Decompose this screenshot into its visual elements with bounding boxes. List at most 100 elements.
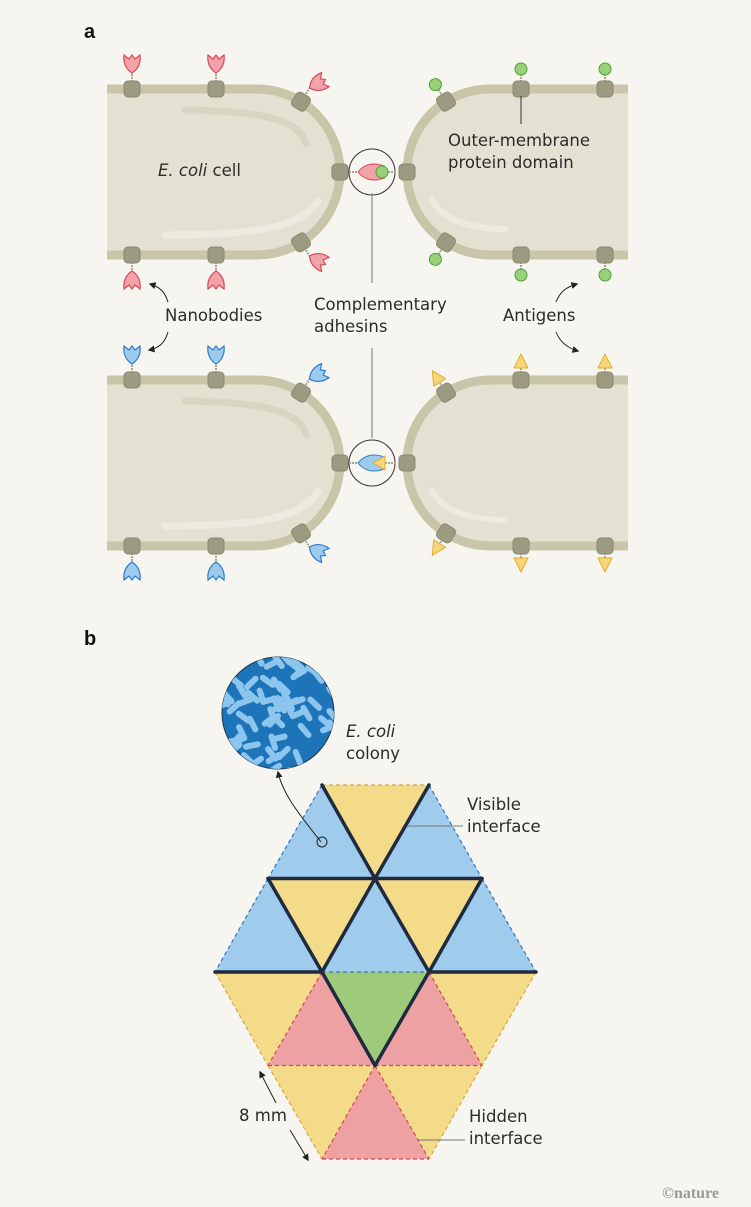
bacterium xyxy=(263,695,281,704)
scale-arrow-up xyxy=(259,1070,277,1104)
nanobody-arrow-down xyxy=(147,331,169,353)
hidden-interface-edge xyxy=(481,878,537,973)
outer-membrane-protein-domain xyxy=(512,80,530,98)
visible-interface-edge xyxy=(320,876,377,974)
tile-blue xyxy=(375,785,482,879)
outer-membrane-protein-domain xyxy=(123,371,141,389)
hidden-interface-edge xyxy=(428,971,483,1066)
hidden-interface-edge xyxy=(481,971,537,1066)
antigen-icon xyxy=(513,557,529,573)
bacterium xyxy=(320,751,334,763)
nanobody-icon xyxy=(308,362,331,382)
visible-interface-edge xyxy=(320,783,377,881)
outer-membrane-protein-domain xyxy=(123,246,141,264)
cell-body xyxy=(407,89,628,255)
ecoli-colony-zoom xyxy=(221,656,335,770)
bacterium xyxy=(263,658,281,670)
antigen-icon xyxy=(597,557,613,573)
outer-membrane-protein-domain xyxy=(436,91,457,112)
visible-interface-edge xyxy=(373,876,431,974)
cell-highlight xyxy=(429,487,508,523)
bacterium xyxy=(232,764,248,769)
bacterium xyxy=(246,715,259,733)
bacterium xyxy=(226,736,245,745)
antigen-icon xyxy=(428,78,442,92)
antigen-icon xyxy=(514,62,528,76)
visible-interface-edge xyxy=(373,970,431,1068)
antigen-icon xyxy=(431,539,447,556)
outer-membrane-protein-domain xyxy=(512,246,530,264)
tile-yellow xyxy=(429,972,536,1066)
outer-membrane-protein-domain xyxy=(290,523,311,544)
hidden-interface-edge xyxy=(428,784,483,879)
outer-membrane-protein-domain xyxy=(290,91,311,112)
hidden-interface-edge xyxy=(428,1065,483,1160)
outer-membrane-protein-domain xyxy=(512,537,530,555)
ecoli-cell-right xyxy=(398,353,628,573)
ecoli-cell-label: E. coli cell xyxy=(158,161,241,180)
outer-membrane-protein-domain xyxy=(436,382,457,403)
hidden-interface-edge xyxy=(374,1065,430,1160)
antigen-icon xyxy=(597,353,613,369)
hidden-interface-edge xyxy=(267,971,323,1066)
bacterium xyxy=(307,696,323,711)
bacterium xyxy=(270,702,288,713)
outer-membrane-protein-domain xyxy=(207,371,225,389)
antigen-icon xyxy=(428,252,442,266)
outer-membrane-protein-domain xyxy=(207,246,225,264)
hidden-interface-edge xyxy=(214,971,269,1066)
antigen-icon xyxy=(372,455,386,471)
nanobody-icon xyxy=(207,344,225,365)
outer-membrane-protein-domain xyxy=(436,523,457,544)
scale-label: 8 mm xyxy=(239,1106,287,1125)
adhesins-label-line1: Complementary xyxy=(314,295,447,314)
nature-credit: ©nature xyxy=(662,1185,719,1202)
hidden-interface-edge xyxy=(267,1065,323,1160)
visible-interface-edge xyxy=(373,783,431,881)
cell-body xyxy=(107,380,340,546)
outer-membrane-protein-domain xyxy=(436,232,457,253)
colony-pointer-arrow xyxy=(275,770,322,843)
outer-membrane-protein-domain xyxy=(290,382,311,403)
tile-yellow xyxy=(322,785,429,879)
tile-blue xyxy=(322,878,429,972)
antigen-icon xyxy=(598,62,612,76)
bacterium xyxy=(276,680,291,696)
nanobody-icon xyxy=(123,561,141,582)
bacterium xyxy=(236,696,255,707)
nanobodies-label: Nanobodies xyxy=(165,306,262,325)
bacterium xyxy=(235,682,249,700)
bacterium xyxy=(222,752,237,766)
tile-blue xyxy=(268,785,375,879)
bacterium xyxy=(311,668,325,684)
bacterium xyxy=(269,733,288,743)
tile-pink xyxy=(375,972,482,1066)
cell-highlight xyxy=(181,397,310,439)
outer-membrane-protein-domain xyxy=(207,80,225,98)
tile-blue xyxy=(429,878,536,972)
tile-yellow xyxy=(268,878,375,972)
nanobody-icon xyxy=(207,561,225,582)
cell-body xyxy=(407,380,628,546)
outer-membrane-label-line1: Outer-membrane xyxy=(448,131,590,150)
panel-b-label: b xyxy=(84,628,96,650)
panel-a-cells xyxy=(107,53,628,582)
hidden-interface-edge xyxy=(321,1065,376,1160)
bacterium xyxy=(276,745,291,761)
outer-membrane-protein-domain xyxy=(596,80,614,98)
bacterium xyxy=(266,712,282,728)
bacterium xyxy=(326,708,334,724)
hidden-interface-label-line1: Hidden xyxy=(469,1107,528,1126)
adhesins-label-line2: adhesins xyxy=(314,317,387,336)
antigen-icon xyxy=(513,353,529,369)
outer-membrane-protein-domain xyxy=(207,537,225,555)
bacterium xyxy=(232,657,248,666)
bacterium xyxy=(319,758,330,769)
antigen-arrow-up xyxy=(555,282,579,303)
tile-yellow xyxy=(268,1065,375,1159)
antigens-label: Antigens xyxy=(503,306,575,325)
outer-membrane-protein-domain xyxy=(123,537,141,555)
bacterium xyxy=(236,724,248,742)
adhesin-complex xyxy=(348,439,397,487)
nanobody-icon xyxy=(308,71,331,91)
